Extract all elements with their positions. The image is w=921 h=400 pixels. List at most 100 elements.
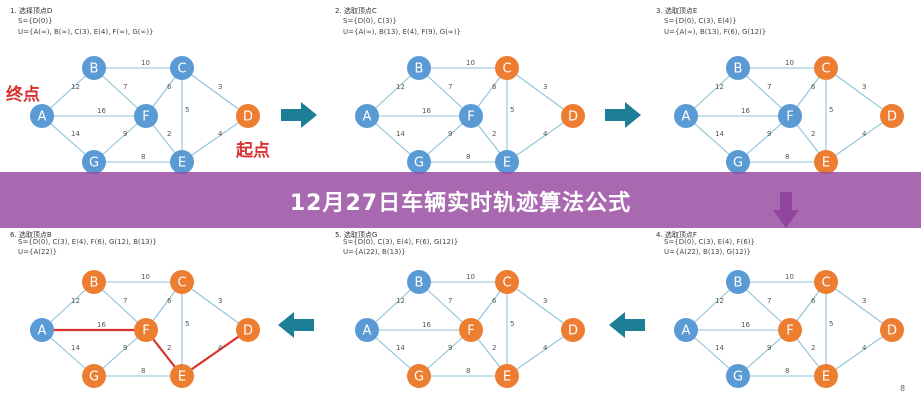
node-label-A: A (363, 324, 372, 339)
node-B (82, 56, 106, 80)
node-F (134, 318, 158, 342)
node-D (880, 104, 904, 128)
edge-weight-BC: 10 (785, 273, 794, 281)
edge-weight-BF: 7 (767, 83, 771, 91)
arrow-right-icon (605, 102, 641, 128)
edge-weight-CE: 5 (829, 106, 833, 114)
arrow-right-icon (281, 102, 317, 128)
node-E (170, 364, 194, 388)
node-label-D: D (887, 324, 897, 339)
node-label-B: B (90, 62, 99, 77)
node-C (814, 270, 838, 294)
edge-weight-AF: 16 (422, 321, 431, 329)
set-u: U={A(22), B(13), G(12)} (664, 248, 751, 256)
node-G (82, 150, 106, 174)
edge-CD (506, 67, 574, 117)
node-E (814, 150, 838, 174)
node-B (82, 270, 106, 294)
edge-weight-AF: 16 (422, 107, 431, 115)
edge-weight-GE: 8 (466, 367, 470, 375)
edge-weight-AF: 16 (97, 321, 106, 329)
edge-CD (181, 67, 249, 117)
node-B (726, 56, 750, 80)
node-B (407, 56, 431, 80)
edge-weight-AB: 12 (715, 83, 724, 91)
node-C (495, 56, 519, 80)
edge-weight-FG: 9 (767, 130, 771, 138)
edge-weight-AG: 14 (396, 130, 405, 138)
node-label-E: E (503, 370, 511, 385)
node-label-F: F (786, 324, 793, 339)
node-label-F: F (467, 110, 474, 125)
node-label-C: C (821, 62, 830, 77)
node-A (30, 104, 54, 128)
edge-weight-CF: 6 (167, 297, 172, 305)
edge-weight-CF: 6 (492, 83, 497, 91)
node-A (355, 318, 379, 342)
edge-weight-AG: 14 (715, 130, 724, 138)
edge-CD (825, 67, 893, 117)
node-label-E: E (822, 370, 830, 385)
node-D (561, 104, 585, 128)
edge-DE (825, 115, 893, 163)
node-label-G: G (414, 370, 424, 385)
edge-weight-FG: 9 (123, 344, 127, 352)
edge-weight-CE: 5 (510, 106, 514, 114)
edge-weight-AF: 16 (741, 321, 750, 329)
node-label-G: G (733, 156, 743, 171)
node-C (814, 56, 838, 80)
edge-DE (825, 329, 893, 377)
edge-weight-CD: 3 (862, 83, 866, 91)
step-title: 6. 选取顶点B (10, 231, 52, 239)
node-label-D: D (568, 110, 578, 125)
edge-weight-FE: 2 (811, 344, 815, 352)
edge-weight-CD: 3 (218, 297, 222, 305)
step-title: 5. 选取顶点G (335, 231, 378, 239)
node-label-A: A (38, 110, 47, 125)
title-banner: 12月27日车辆实时轨迹算法公式 (0, 172, 921, 228)
set-s: S={D(0), C(3), E(4), F(6), G(12)} (343, 238, 459, 246)
node-G (726, 364, 750, 388)
node-label-D: D (243, 110, 253, 125)
node-label-F: F (142, 110, 149, 125)
edge-weight-BC: 10 (141, 273, 150, 281)
edge-weight-FE: 2 (167, 344, 171, 352)
edge-weight-BF: 7 (448, 297, 452, 305)
set-u: U={A(22)} (18, 248, 58, 256)
edge-weight-GE: 8 (141, 153, 145, 161)
node-G (82, 364, 106, 388)
node-label-E: E (503, 156, 511, 171)
arrow-left-icon (278, 312, 314, 338)
node-label-B: B (90, 276, 99, 291)
node-label-F: F (786, 110, 793, 125)
edge-weight-GE: 8 (466, 153, 470, 161)
edge-weight-CF: 6 (167, 83, 172, 91)
node-F (459, 104, 483, 128)
set-s: S={D(0), C(3), E(4), F(6), G(12), B(13)} (18, 238, 157, 246)
edge-weight-AG: 14 (71, 344, 80, 352)
node-label-B: B (415, 62, 424, 77)
node-C (495, 270, 519, 294)
node-label-G: G (414, 156, 424, 171)
edge-weight-AB: 12 (71, 83, 80, 91)
node-C (170, 270, 194, 294)
edge-weight-FG: 9 (123, 130, 127, 138)
node-label-F: F (467, 324, 474, 339)
edge-weight-AB: 12 (396, 297, 405, 305)
edge-weight-BF: 7 (448, 83, 452, 91)
edge-weight-AG: 14 (396, 344, 405, 352)
node-label-B: B (415, 276, 424, 291)
edge-CD (825, 281, 893, 331)
edge-weight-CD: 3 (218, 83, 222, 91)
set-u: U={A(∞), B(13), E(4), F(9), G(∞)} (343, 28, 461, 36)
node-D (236, 318, 260, 342)
edge-weight-AB: 12 (715, 297, 724, 305)
edge-DE (506, 329, 574, 377)
edge-DE (181, 115, 249, 163)
